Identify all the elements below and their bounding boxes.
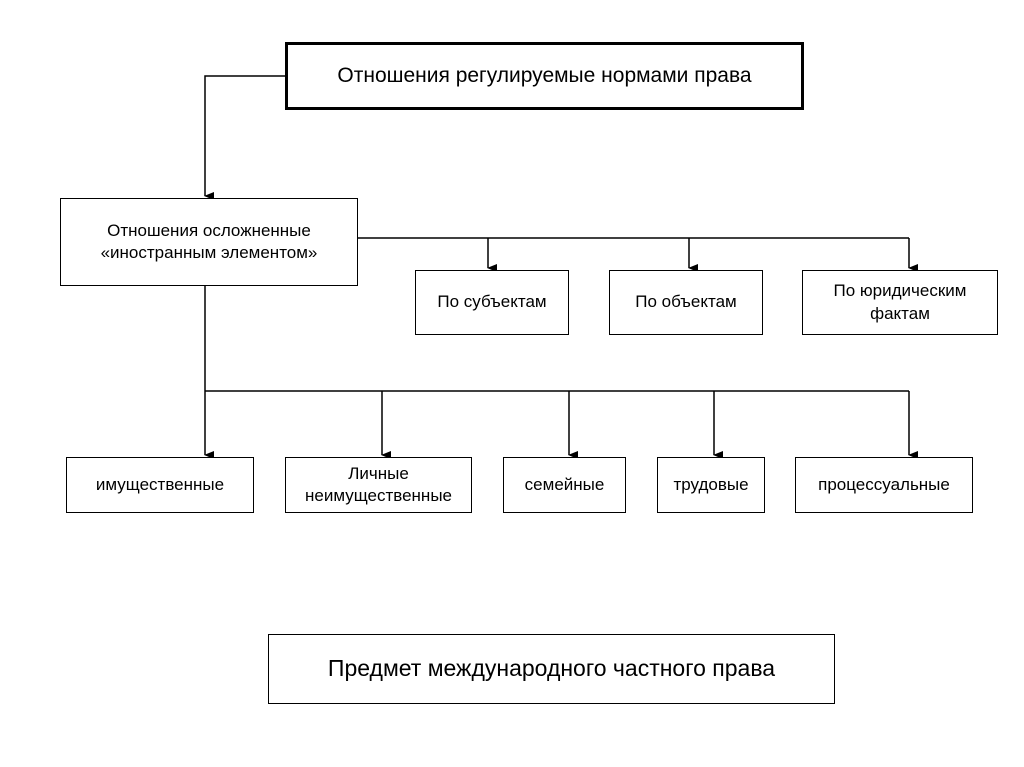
node-type-labor: трудовые (657, 457, 765, 513)
connector-top-to-complicated (204, 75, 285, 200)
node-type-property-label: имущественные (95, 474, 225, 494)
node-foreign-element-relations: Отношения осложненные «иностранным элеме… (60, 198, 358, 286)
node-type-family-label: семейные (524, 474, 605, 494)
node-type-personal-non-property: Личные неимущественные (285, 457, 472, 513)
node-subject-matter-label: Предмет международного частного права (327, 655, 776, 682)
node-type-procedural-label: процессуальные (818, 474, 950, 494)
node-type-property: имущественные (66, 457, 254, 513)
node-criterion-legal-facts: По юридическим фактам (802, 270, 998, 335)
node-regulated-relations: Отношения регулируемые нормами права (285, 42, 804, 110)
node-type-labor-label: трудовые (673, 474, 749, 494)
node-subject-matter: Предмет международного частного права (268, 634, 835, 704)
node-criterion-objects-label: По объектам (635, 292, 737, 312)
node-criterion-subjects-label: По субъектам (437, 292, 547, 312)
node-type-family: семейные (503, 457, 626, 513)
node-criterion-legal-facts-label: По юридическим фактам (833, 281, 967, 323)
node-regulated-relations-label: Отношения регулируемые нормами права (337, 64, 752, 88)
node-type-procedural: процессуальные (795, 457, 973, 513)
node-criterion-subjects: По субъектам (415, 270, 569, 335)
node-criterion-objects: По объектам (609, 270, 763, 335)
node-foreign-element-relations-label: Отношения осложненные «иностранным элеме… (100, 220, 318, 262)
node-type-personal-non-property-label: Личные неимущественные (305, 463, 452, 505)
